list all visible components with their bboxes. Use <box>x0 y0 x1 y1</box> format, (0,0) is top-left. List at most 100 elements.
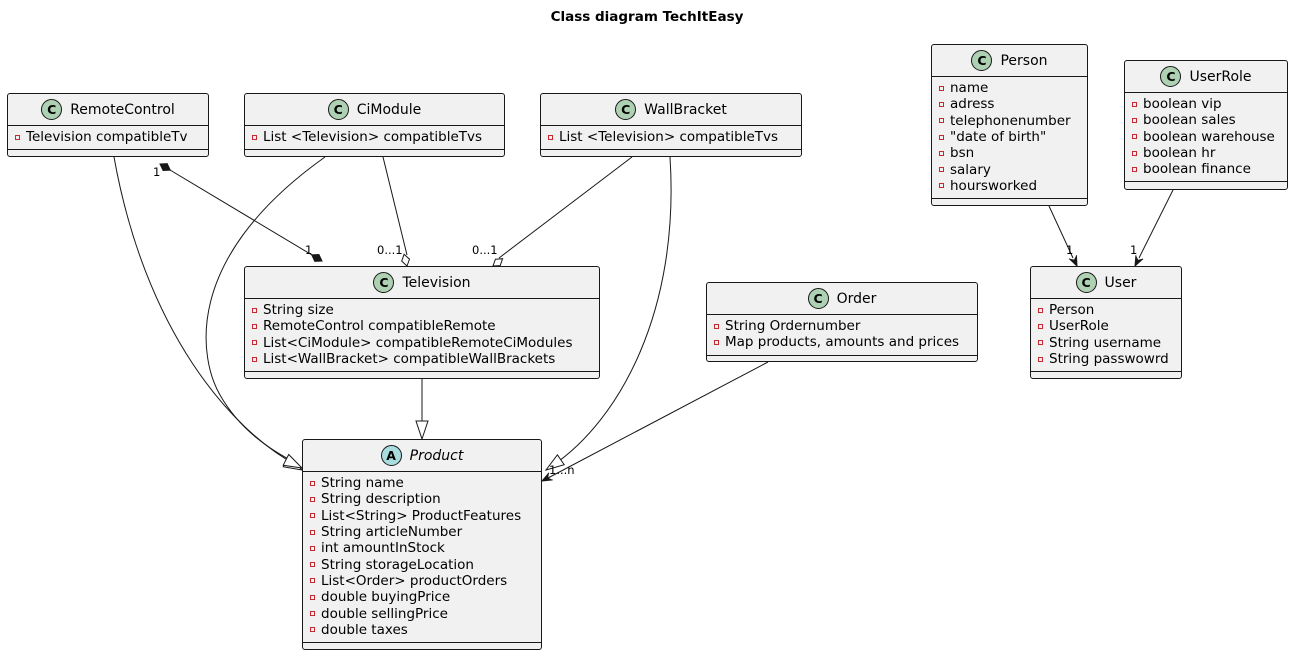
class-field: telephonenumber <box>932 113 1087 129</box>
class-field: List <Television> compatibleTvs <box>245 129 504 145</box>
class-field: List <Television> compatibleTvs <box>541 129 801 145</box>
class-field: double buyingPrice <box>303 589 541 605</box>
association-arrowhead <box>1135 255 1143 266</box>
class-header: C Television <box>245 267 599 299</box>
class-icon: C <box>807 288 829 309</box>
class-fields: Television compatibleTv <box>8 126 208 151</box>
class-methods <box>932 199 1087 207</box>
private-visibility-icon <box>310 529 315 535</box>
field-text: List<String> ProductFeatures <box>321 507 522 524</box>
field-text: salary <box>950 161 991 178</box>
field-text: bsn <box>950 145 975 162</box>
class-field: String username <box>1031 335 1181 351</box>
private-visibility-icon <box>252 307 257 313</box>
aggregation-diamond <box>492 258 504 267</box>
relation-line <box>498 156 633 259</box>
class-methods <box>1031 372 1181 380</box>
private-visibility-icon <box>310 496 315 502</box>
field-text: boolean warehouse <box>1143 128 1275 145</box>
class-methods <box>541 150 801 158</box>
field-text: Person <box>1049 302 1095 319</box>
inheritance-arrowhead <box>282 453 304 469</box>
class-icon: C <box>971 50 993 71</box>
class-icon: C <box>1075 272 1097 293</box>
private-visibility-icon <box>15 134 20 140</box>
class-field: boolean finance <box>1125 161 1287 177</box>
multiplicity-label: 1 <box>305 243 312 257</box>
field-text: List <Television> compatibleTvs <box>263 129 483 146</box>
field-text: double buyingPrice <box>321 589 451 606</box>
class-name: UserRole <box>1189 68 1252 85</box>
class-field: boolean vip <box>1125 96 1287 112</box>
private-visibility-icon <box>939 101 944 107</box>
field-text: String storageLocation <box>321 556 474 573</box>
field-text: name <box>950 80 989 97</box>
class-field: String name <box>303 475 541 491</box>
class-field: double sellingPrice <box>303 605 541 622</box>
class-name: CiModule <box>356 101 422 118</box>
inheritance-arrowhead <box>544 453 566 471</box>
field-text: boolean sales <box>1143 112 1236 129</box>
class-field: bsn <box>932 145 1087 161</box>
private-visibility-icon <box>1038 356 1043 362</box>
private-visibility-icon <box>310 578 315 584</box>
private-visibility-icon <box>1132 101 1137 107</box>
relation-line <box>1138 189 1174 259</box>
inheritance-arrowhead <box>415 420 429 441</box>
class-icon: C <box>373 272 395 293</box>
relation-line <box>205 156 326 465</box>
multiplicity-label: 1 <box>1130 243 1137 257</box>
class-field: Television compatibleTv <box>8 129 208 145</box>
class-name: Television <box>402 274 471 291</box>
field-text: String passwowrd <box>1049 351 1169 368</box>
private-visibility-icon <box>252 340 257 346</box>
private-visibility-icon <box>310 611 315 617</box>
field-text: List <Television> compatibleTvs <box>559 129 779 146</box>
class-field: List<String> ProductFeatures <box>303 508 541 524</box>
field-text: String description <box>321 491 441 508</box>
private-visibility-icon <box>1132 150 1137 156</box>
field-text: List<CiModule> compatibleRemoteCiModules <box>263 334 573 351</box>
class-field: boolean hr <box>1125 145 1287 161</box>
class-methods <box>707 356 977 364</box>
class-methods <box>303 643 541 651</box>
class-field: List<WallBracket> compatibleWallBrackets <box>245 351 599 367</box>
class-field: String storageLocation <box>303 556 541 573</box>
class-field: boolean warehouse <box>1125 129 1287 145</box>
class-field: double taxes <box>303 622 541 638</box>
class-name: Product <box>409 447 464 464</box>
field-text: telephonenumber <box>950 112 1071 129</box>
field-text: Map products, amounts and prices <box>725 334 960 351</box>
multiplicity-label: 1 <box>153 165 160 179</box>
private-visibility-icon <box>310 594 315 600</box>
class-name: User <box>1104 274 1137 291</box>
class-field: String articleNumber <box>303 524 541 540</box>
private-visibility-icon <box>939 118 944 124</box>
class-icon: C <box>615 99 637 120</box>
class-field: hoursworked <box>932 178 1087 194</box>
class-field: Person <box>1031 302 1181 318</box>
private-visibility-icon <box>310 562 315 568</box>
relation-line <box>547 361 769 479</box>
multiplicity-label: 1 <box>1066 243 1073 257</box>
multiplicity-label: 1...n <box>549 463 575 477</box>
composition-diamond <box>310 253 323 262</box>
class-field: String size <box>245 302 599 318</box>
class-name: Person <box>1000 52 1048 69</box>
field-text: hoursworked <box>950 177 1038 194</box>
field-text: int amountInStock <box>321 540 445 557</box>
